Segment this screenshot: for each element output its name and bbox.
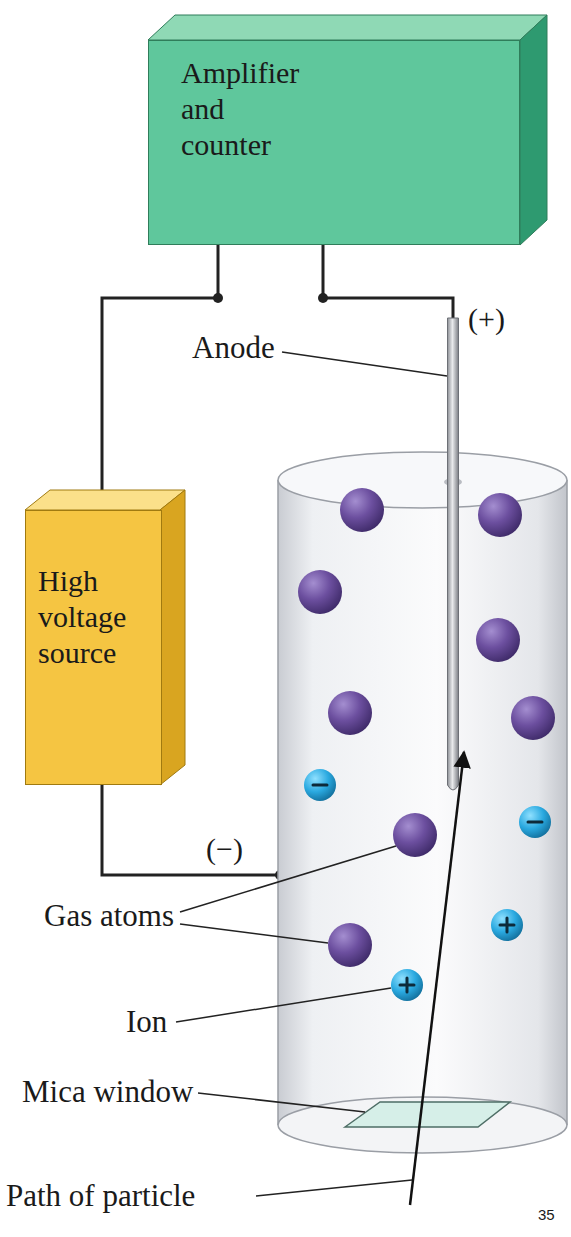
anode-rod (448, 318, 459, 790)
page-number: 35 (538, 1206, 555, 1223)
gas-atoms (298, 488, 555, 967)
part-label: Anode (192, 330, 275, 366)
part-label: Mica window (22, 1074, 193, 1110)
amplifier-box-faces (148, 15, 547, 245)
part-label: Gas atoms (44, 898, 174, 934)
leader-lines (176, 352, 447, 1196)
box-label: Amplifier and counter (181, 55, 316, 163)
part-label: Path of particle (6, 1178, 195, 1214)
box-label: High voltage source (38, 563, 156, 671)
polarity-label: (−) (206, 832, 243, 867)
polarity-label: (+) (468, 302, 505, 337)
amplifier-counter-box: Amplifier and counter (148, 40, 520, 245)
geiger-tube (278, 452, 567, 1153)
voltage-box-faces (25, 490, 185, 785)
mica-window (345, 1102, 510, 1127)
particle-path-arrow (410, 752, 464, 1205)
voltage-source-box: High voltage source (25, 510, 162, 785)
ions (304, 769, 551, 1001)
part-label: Ion (126, 1004, 167, 1040)
wire-connector (102, 245, 218, 510)
